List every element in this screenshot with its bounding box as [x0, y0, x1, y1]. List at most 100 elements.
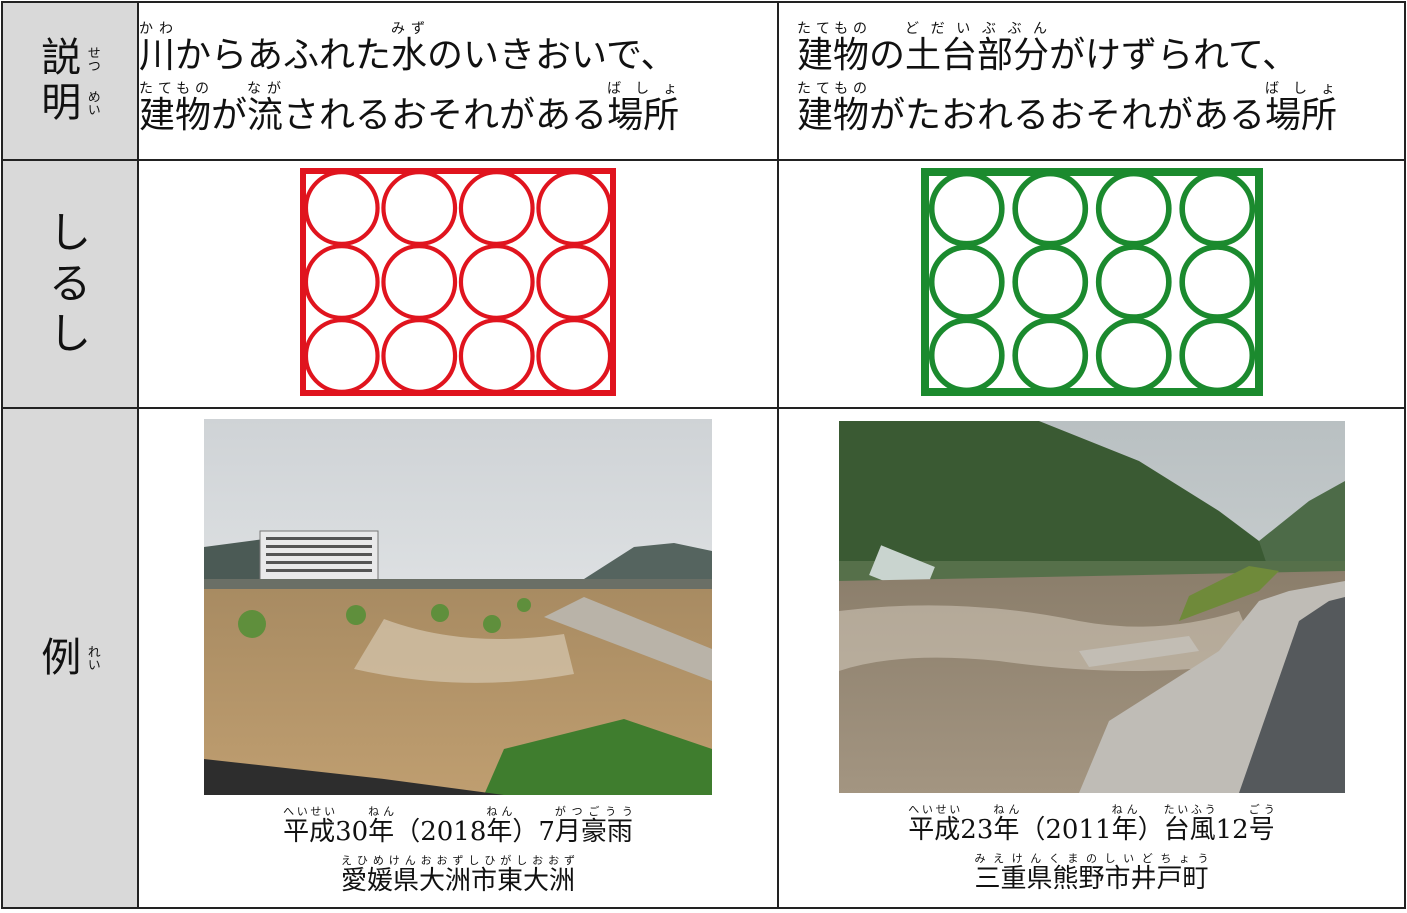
row-header-description: 説せつ 明めい: [1, 1, 139, 161]
right-caption-line-1: 平成へいせい23年ねん（2011年ねん）台風たいふう12号ごう: [779, 803, 1404, 852]
symbol-circle: [1011, 244, 1088, 320]
header-char: る: [48, 258, 91, 308]
caption-text: ）: [1137, 815, 1164, 846]
desc-furigana: たてもの: [797, 81, 870, 97]
desc-word: 場所ばしょ: [607, 81, 680, 136]
symbol-circle: [536, 318, 613, 394]
symbol-circle: [303, 170, 380, 246]
desc-text: されるおそれがある: [283, 95, 608, 136]
symbol-circle: [381, 318, 458, 394]
desc-text: がけずられて、: [1049, 34, 1299, 76]
header-char: 例: [41, 634, 82, 681]
caption-word: 年ねん: [1111, 803, 1138, 846]
right-caption-line-2: 三重県熊野市井戸町みえけんくまのしいどちょう: [779, 852, 1404, 901]
left-description-line-1: 川かわからあふれた水みずのいきおいで、: [139, 21, 777, 81]
desc-word: 建物たてもの: [139, 81, 212, 136]
caption-word: 三重県熊野市井戸町みえけんくまのしいどちょう: [974, 852, 1209, 894]
left-description: 川かわからあふれた水みずのいきおいで、 建物たてものが流ながされるおそれがある場…: [137, 1, 779, 161]
symbol-circle: [303, 318, 380, 394]
symbol-circle: [928, 317, 1005, 394]
desc-furigana: ばしょ: [607, 81, 680, 97]
caption-furigana: ねん: [368, 805, 395, 819]
left-example-cell: 平成へいせい30年ねん（2018年ねん）7月豪雨がつごうう 愛媛県大洲市東大洲え…: [137, 407, 779, 909]
caption-word: 年ねん: [486, 805, 513, 848]
caption-word: 平成へいせい: [908, 803, 961, 846]
right-description: 建物たてものの土台部分どだいぶぶんがけずられて、 建物たてものがたおれるおそれが…: [777, 1, 1406, 161]
desc-word: 場所ばしょ: [1265, 81, 1338, 136]
caption-word: 平成へいせい: [283, 805, 336, 848]
caption-text: ）7: [512, 817, 555, 848]
flood-photo-kumano: [838, 421, 1345, 794]
right-description-line-1: 建物たてものの土台部分どだいぶぶんがけずられて、: [797, 21, 1404, 81]
desc-furigana: なが: [247, 81, 284, 97]
symbol-circle: [1178, 317, 1255, 394]
symbol-circle: [458, 318, 535, 394]
right-symbol-cell: [777, 159, 1406, 409]
left-caption-line-1: 平成へいせい30年ねん（2018年ねん）7月豪雨がつごうう: [139, 805, 777, 854]
caption-text: （2011: [1019, 815, 1112, 846]
symbol-row: し る し: [1, 159, 1406, 409]
symbol-circle: [1011, 317, 1088, 394]
symbol-circle: [1178, 170, 1255, 247]
caption-furigana: ねん: [1111, 803, 1138, 817]
symbol-circle: [381, 244, 458, 320]
left-caption-line-2: 愛媛県大洲市東大洲えひめけんおおずしひがしおおず: [139, 854, 777, 903]
right-example-cell: 平成へいせい23年ねん（2011年ねん）台風たいふう12号ごう 三重県熊野市井戸…: [777, 407, 1406, 909]
symbol-circle: [1095, 170, 1172, 247]
desc-word: 水みず: [391, 20, 428, 76]
header-char: し: [48, 309, 91, 359]
desc-word: 建物たてもの: [797, 20, 870, 76]
caption-word: 号ごう: [1248, 803, 1275, 846]
caption-furigana: がつごうう: [554, 805, 633, 819]
desc-word: 土台部分どだいぶぶん: [905, 20, 1050, 76]
row-header-example: 例 れい: [1, 407, 139, 909]
symbol-circle: [1178, 244, 1255, 320]
desc-text: のいきおいで、: [427, 34, 677, 76]
desc-furigana: ばしょ: [1265, 81, 1338, 97]
symbol-frame: [300, 168, 616, 396]
desc-furigana: みず: [391, 20, 428, 37]
caption-word: 年ねん: [368, 805, 395, 848]
desc-furigana: たてもの: [139, 81, 212, 97]
header-char: 明: [41, 80, 82, 126]
symbol-circle: [928, 244, 1005, 320]
example-row: 例 れい: [1, 407, 1406, 909]
desc-word: 流なが: [247, 81, 284, 136]
caption-furigana: ごう: [1248, 803, 1275, 817]
header-furigana: れい: [84, 644, 100, 671]
caption-text: 23: [960, 815, 994, 846]
description-row: 説せつ 明めい 川かわからあふれた水みずのいきおいで、 建物たてものが流ながされ…: [1, 1, 1406, 161]
desc-text: の: [869, 34, 906, 76]
symbol-circle: [303, 244, 380, 320]
symbol-frame: [920, 168, 1263, 396]
caption-furigana: たいふう: [1163, 803, 1216, 817]
desc-furigana: どだいぶぶん: [905, 20, 1050, 37]
symbol-circle: [536, 170, 613, 246]
symbol-circle: [381, 170, 458, 246]
caption-furigana: みえけんくまのしいどちょう: [974, 852, 1209, 865]
desc-furigana: かわ: [139, 20, 176, 37]
left-description-line-2: 建物たてものが流ながされるおそれがある場所ばしょ: [139, 81, 777, 141]
desc-furigana: たてもの: [797, 20, 870, 37]
caption-furigana: へいせい: [283, 805, 336, 819]
header-furigana: めい: [84, 90, 100, 117]
desc-text: がたおれるおそれがある: [869, 95, 1266, 136]
caption-text: 30: [335, 817, 369, 848]
caption-word: 愛媛県大洲市東大洲えひめけんおおずしひがしおおず: [340, 854, 575, 896]
caption-word: 月豪雨がつごうう: [554, 805, 633, 848]
desc-text: が: [211, 95, 248, 136]
left-symbol-cell: [137, 159, 779, 409]
flood-photo-ozu: [204, 419, 712, 796]
symbol-circle: [1011, 170, 1088, 247]
desc-word: 建物たてもの: [797, 81, 870, 136]
header-furigana: せつ: [84, 45, 100, 72]
caption-word: 年ねん: [993, 803, 1020, 846]
caption-furigana: へいせい: [908, 803, 961, 817]
symbol-circle: [536, 244, 613, 320]
symbol-circle: [1095, 244, 1172, 320]
desc-text: からあふれた: [175, 34, 392, 76]
caption-furigana: えひめけんおおずしひがしおおず: [340, 854, 575, 867]
desc-word: 川かわ: [139, 20, 176, 76]
caption-text: （2018: [394, 817, 487, 848]
